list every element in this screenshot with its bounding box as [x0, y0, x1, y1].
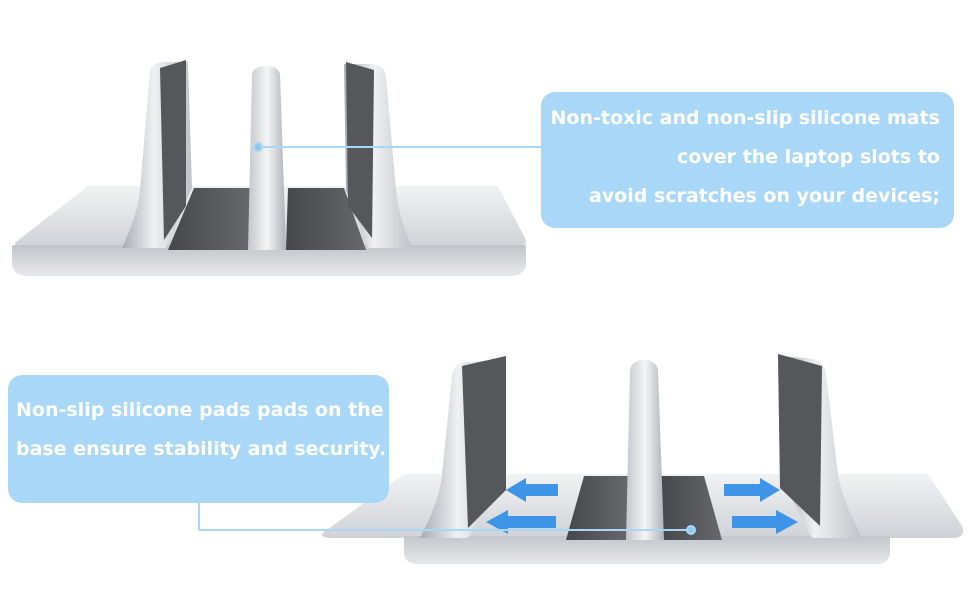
bottom-upright-right-pad: [778, 354, 822, 526]
dot-marker-icon: [686, 525, 696, 535]
bottom-stand: [322, 354, 964, 564]
bottom-base-edge: [404, 536, 890, 564]
arrow-right-icon: [732, 510, 798, 534]
bottom-callout-line-1: Non-slip silicone pads pads on the: [16, 399, 384, 421]
top-upright-left-pad: [160, 60, 186, 240]
bottom-slot-mat-right: [660, 476, 722, 540]
bottom-leader-vertical: [198, 503, 200, 531]
bottom-upright-middle: [626, 360, 664, 540]
bottom-callout: Non-slip silicone pads pads on the base …: [8, 375, 389, 503]
top-slot-mat-right: [286, 188, 366, 250]
top-slot-mat-left: [168, 188, 250, 250]
bottom-slot-mat-left: [566, 476, 628, 540]
top-stand: [12, 60, 526, 276]
arrow-left-icon: [506, 478, 558, 502]
top-upright-middle: [248, 66, 286, 250]
top-leader-line: [262, 146, 542, 148]
top-base-edge: [12, 246, 526, 276]
top-upright-right-pad: [346, 62, 374, 238]
top-callout: Non-toxic and non-slip silicone mats cov…: [541, 92, 954, 228]
bottom-callout-line-2: base ensure stability and security.: [16, 438, 387, 460]
top-callout-line-1: Non-toxic and non-slip silicone mats: [550, 107, 940, 129]
bottom-upright-left-pad: [462, 356, 506, 528]
arrow-left-icon: [486, 510, 556, 534]
dot-marker-icon: [253, 142, 263, 152]
bottom-leader-horizontal: [198, 529, 688, 531]
arrow-right-icon: [724, 478, 780, 502]
top-callout-line-2: cover the laptop slots to: [677, 146, 940, 168]
top-callout-line-3: avoid scratches on your devices;: [588, 185, 940, 207]
